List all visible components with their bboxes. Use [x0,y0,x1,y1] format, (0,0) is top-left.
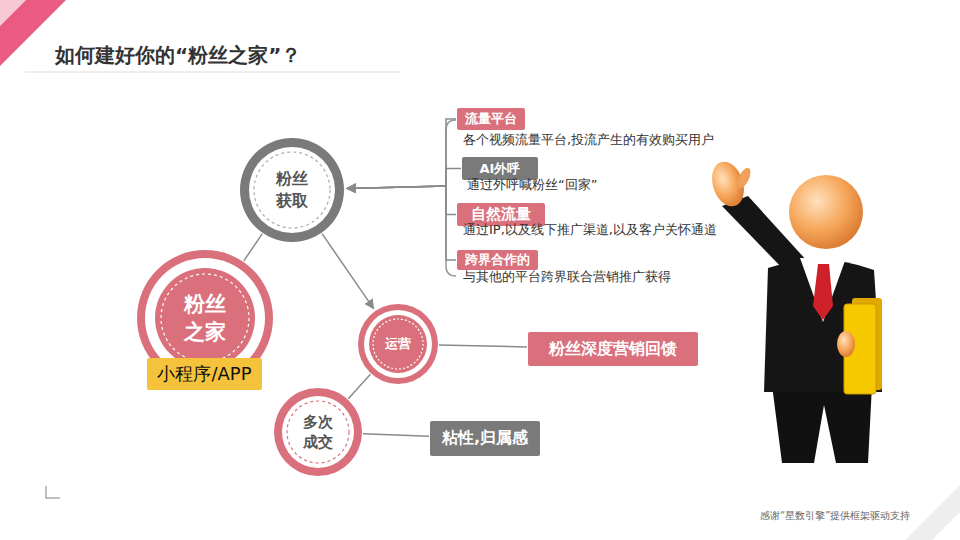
thumb [735,166,753,190]
channel-note: 通过外呼喊粉丝“回家” [467,176,597,194]
circle-ring [369,315,427,373]
circle-ring [287,401,349,463]
circle-ring [240,138,344,242]
circle-ring [254,152,330,228]
operate-circle: 运营 [358,304,438,384]
legs [772,385,872,463]
node-text: AI外呼 [480,160,521,178]
deal-circle: 多次 成交 [274,388,362,476]
credit-note: 感谢“星数引擎”提供框架驱动支持 [760,509,910,523]
node-text: 跨界合作的 [465,251,530,269]
page-title: 如何建好你的“粉丝之家”？ [55,42,301,69]
channel-tag: 流量平台 [457,108,525,130]
circle-outline [240,138,344,242]
node-text: 自然流量 [471,205,531,224]
result-box: 粘性,归属感 [430,421,540,456]
circle-outline [274,388,362,476]
connector [322,234,374,309]
circle-ring [373,319,423,369]
bracket [446,120,456,276]
node-text: 粉丝 之家 [181,290,229,347]
tie [813,264,833,320]
node-text: 多次 成交 [301,412,336,453]
connector [347,186,456,215]
title-underline [25,72,400,73]
corner-stripe-gray [905,485,960,540]
acquire-circle: 粉丝 获取 [240,138,344,242]
channel-tag: 跨界合作的 [457,250,538,270]
hand [837,331,855,357]
channel-note: 通过IP,以及线下推广渠道,以及客户关怀通道 [463,221,717,239]
circle-ring [364,310,432,378]
connector [439,345,527,347]
shirt [800,258,846,322]
circle-ring [161,274,249,362]
connector [347,186,456,260]
node-text: 小程序/APP [157,362,251,386]
connector [244,234,262,261]
result-box: 粉丝深度营销回馈 [528,332,698,366]
head [789,175,863,249]
platform-tag: 小程序/APP [147,358,262,390]
connector [348,374,370,398]
node-text: 粉丝深度营销回馈 [549,339,677,360]
node-text: 粉丝 获取 [274,168,311,211]
node-text: 粘性,归属感 [442,428,528,449]
circle-ring [282,396,354,468]
connector [347,119,456,189]
circle-ring [358,304,438,384]
corner-mark [46,486,60,498]
channel-note: 各个视频流量平台,投流产生的有效购买用户 [463,131,714,149]
circle-ring [155,268,255,368]
connector [363,434,429,437]
circle-ring [249,147,335,233]
circle-ring [274,388,362,476]
node-text: 运营 [383,335,413,353]
channel-note: 与其他的平台跨界联合营销推广获得 [463,268,671,286]
node-text: 流量平台 [465,110,517,128]
